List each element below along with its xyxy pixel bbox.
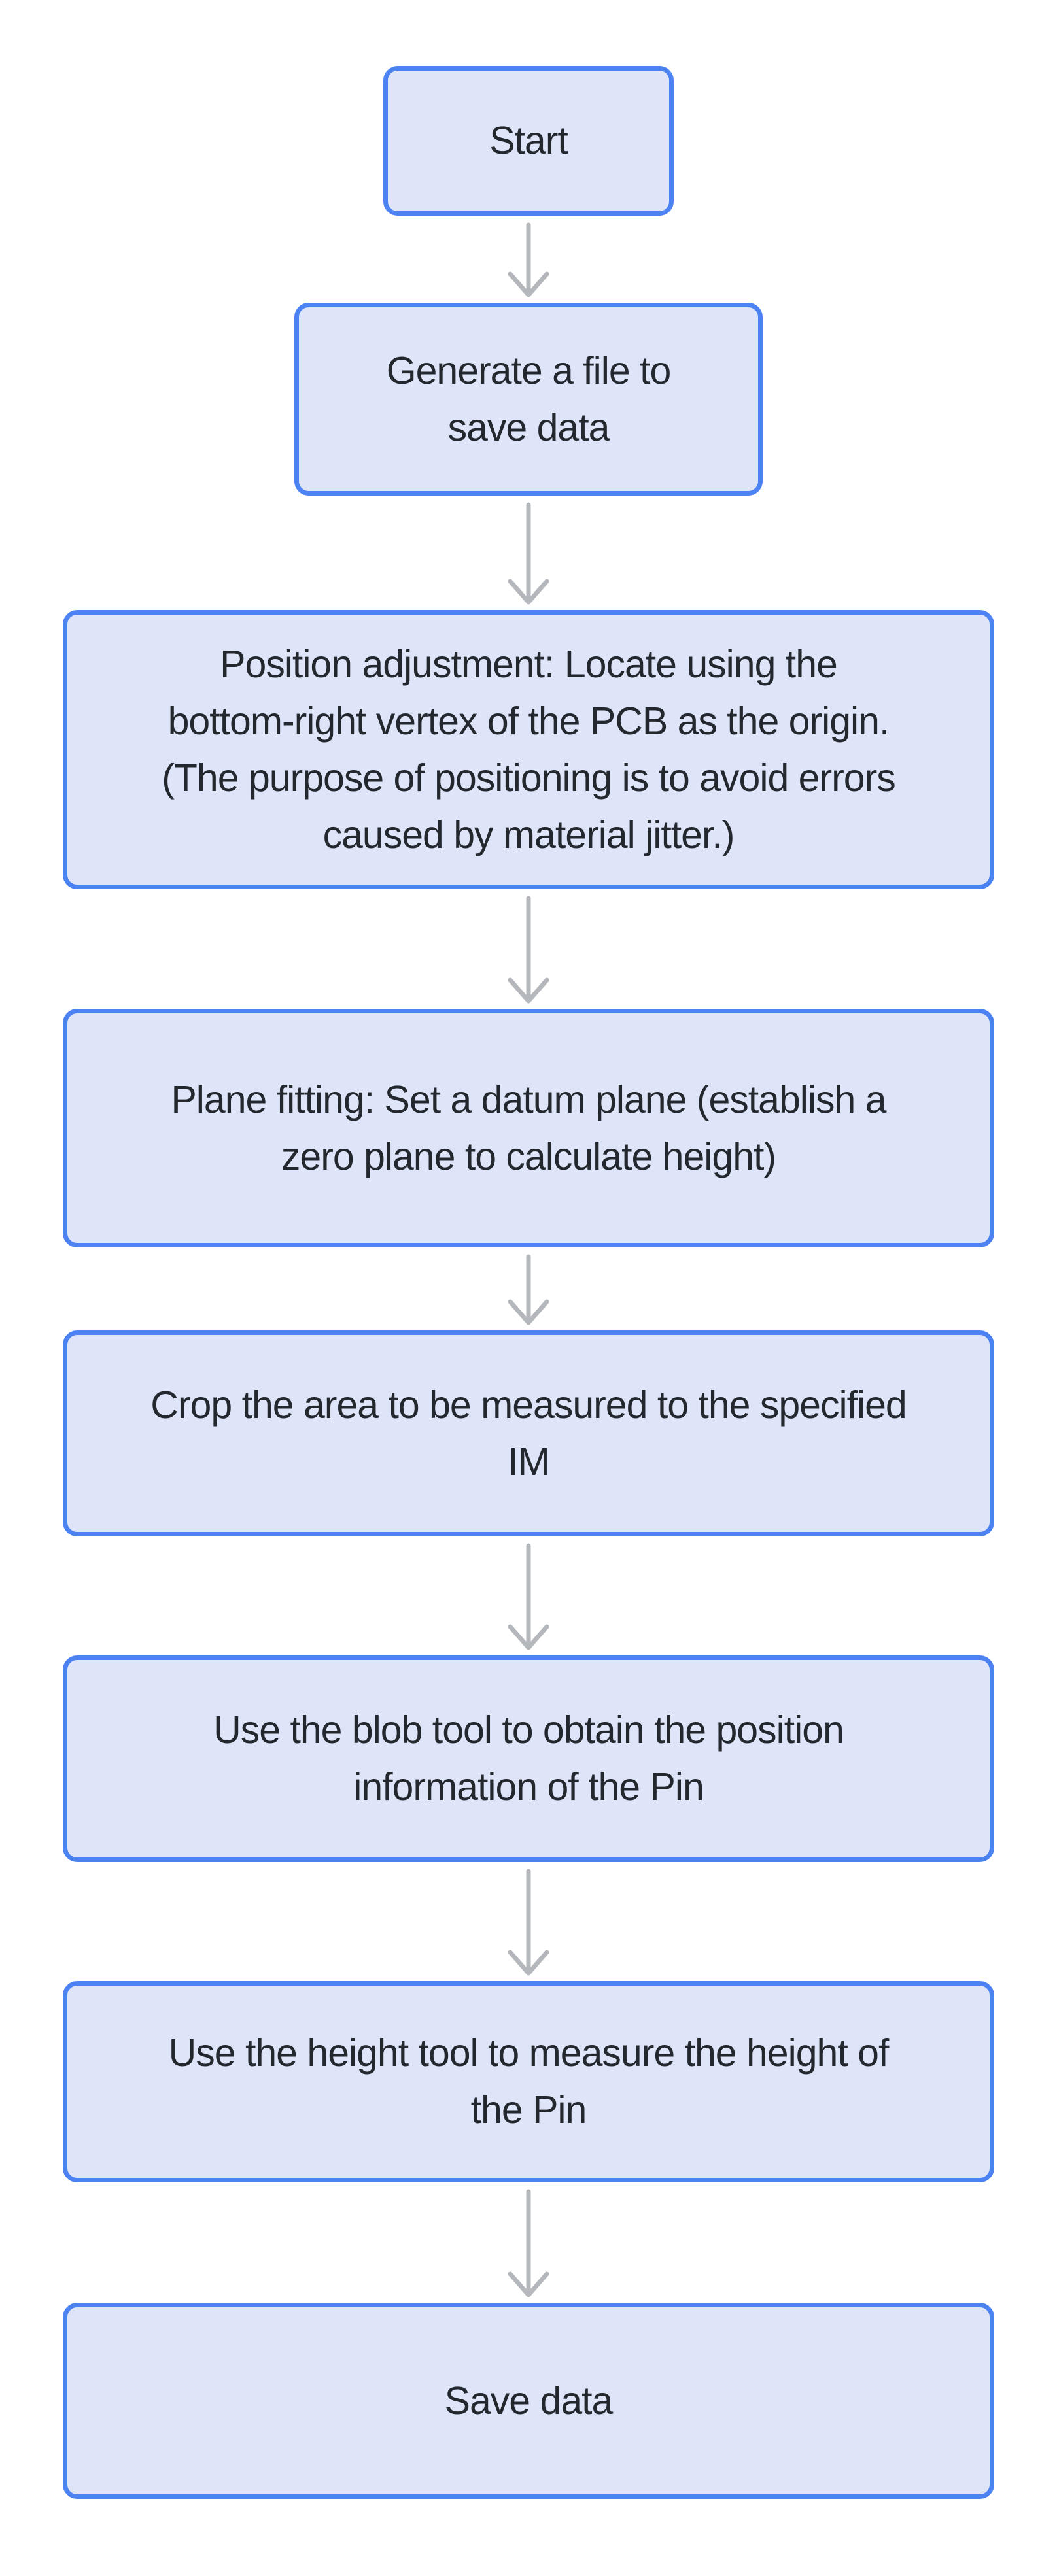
flow-node-label: Generate a file to save data (386, 348, 672, 449)
arrow-down-icon (508, 1869, 549, 1976)
flow-node-position-adjustment: Position adjustment: Locate using the bo… (63, 610, 994, 889)
arrow-down-icon (508, 1254, 549, 1325)
flow-node-generate-file: Generate a file to save data (294, 303, 763, 496)
flow-node-height-tool: Use the height tool to measure the heigh… (63, 1981, 994, 2182)
arrow-down-icon (508, 1543, 549, 1650)
flow-node-label: Save data (444, 2379, 614, 2422)
flow-node-blob-tool: Use the blob tool to obtain the position… (63, 1655, 994, 1862)
flow-node-label: Use the height tool to measure the heigh… (168, 2031, 890, 2131)
flow-node-label: Crop the area to be measured to the spec… (150, 1383, 907, 1483)
flow-node-crop-area: Crop the area to be measured to the spec… (63, 1330, 994, 1536)
flow-node-plane-fitting: Plane fitting: Set a datum plane (establ… (63, 1009, 994, 1247)
arrow-down-icon (508, 222, 549, 297)
flow-node-label: Plane fitting: Set a datum plane (establ… (171, 1077, 886, 1178)
arrow-down-icon (508, 502, 549, 605)
arrow-down-icon (508, 896, 549, 1004)
flow-node-start: Start (383, 66, 674, 216)
flow-node-label: Start (489, 119, 568, 162)
flow-node-label: Use the blob tool to obtain the position… (213, 1708, 844, 1808)
flow-node-label: Position adjustment: Locate using the bo… (162, 642, 895, 856)
flow-node-save-data: Save data (63, 2303, 994, 2499)
arrow-down-icon (508, 2189, 549, 2297)
